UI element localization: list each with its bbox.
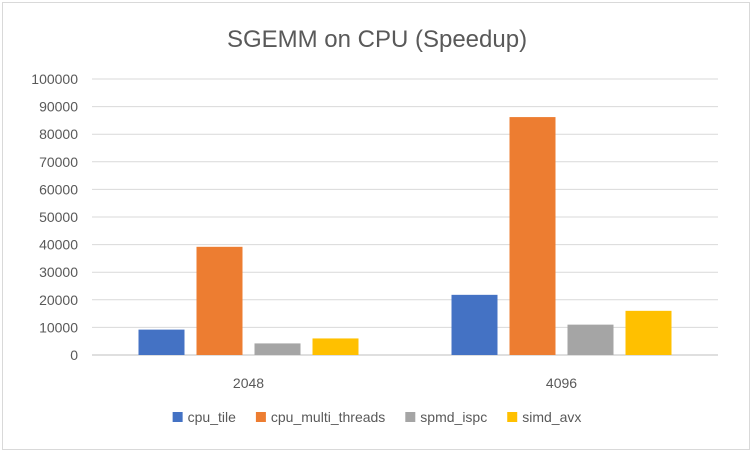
y-tick-label: 80000 [39,126,78,142]
legend-swatch [255,412,266,422]
y-tick-label: 0 [70,347,78,363]
y-tick-label: 30000 [39,264,78,280]
legend-item-simd-avx: simd_avx [507,409,581,425]
legend: cpu_tile cpu_multi_threads spmd_ispc simd_a… [172,409,581,425]
bar-spmd-ispc-2048 [254,343,301,355]
bar-spmd-ispc-4096 [567,324,614,355]
y-tick-label: 50000 [39,209,78,225]
y-tick-label: 60000 [39,181,78,197]
legend-swatch [405,412,416,422]
legend-item-cpu-tile: cpu_tile [172,409,236,425]
legend-swatch [172,412,183,422]
legend-label: cpu_multi_threads [271,409,385,425]
y-tick-label: 40000 [39,237,78,253]
x-category-label: 4096 [546,375,577,391]
bars [138,117,672,355]
legend-item-cpu-multi-threads: cpu_multi_threads [255,409,385,425]
legend-label: simd_avx [522,409,581,425]
y-axis-ticks: 0 10000 20000 30000 40000 50000 60000 70000 8000… [31,71,78,363]
y-tick-label: 70000 [39,154,78,170]
legend-item-spmd-ispc: spmd_ispc [405,409,487,425]
y-tick-label: 100000 [31,71,78,87]
legend-swatch [507,412,518,422]
chart-title: SGEMM on CPU (Speedup) [227,26,527,53]
chart-frame [2,2,750,450]
y-tick-label: 20000 [39,292,78,308]
bar-cpu-multi-threads-2048 [196,246,243,355]
bar-cpu-tile-2048 [138,329,185,355]
x-axis-categories: 2048 4096 [233,375,577,391]
bar-simd-avx-2048 [312,338,359,355]
x-category-label: 2048 [233,375,264,391]
bar-cpu-tile-4096 [451,294,498,355]
y-tick-label: 90000 [39,99,78,115]
legend-label: cpu_tile [188,409,236,425]
y-tick-label: 10000 [39,319,78,335]
legend-label: spmd_ispc [420,409,487,425]
bar-cpu-multi-threads-4096 [509,117,556,355]
gridlines [92,78,718,356]
bar-simd-avx-4096 [625,310,672,355]
